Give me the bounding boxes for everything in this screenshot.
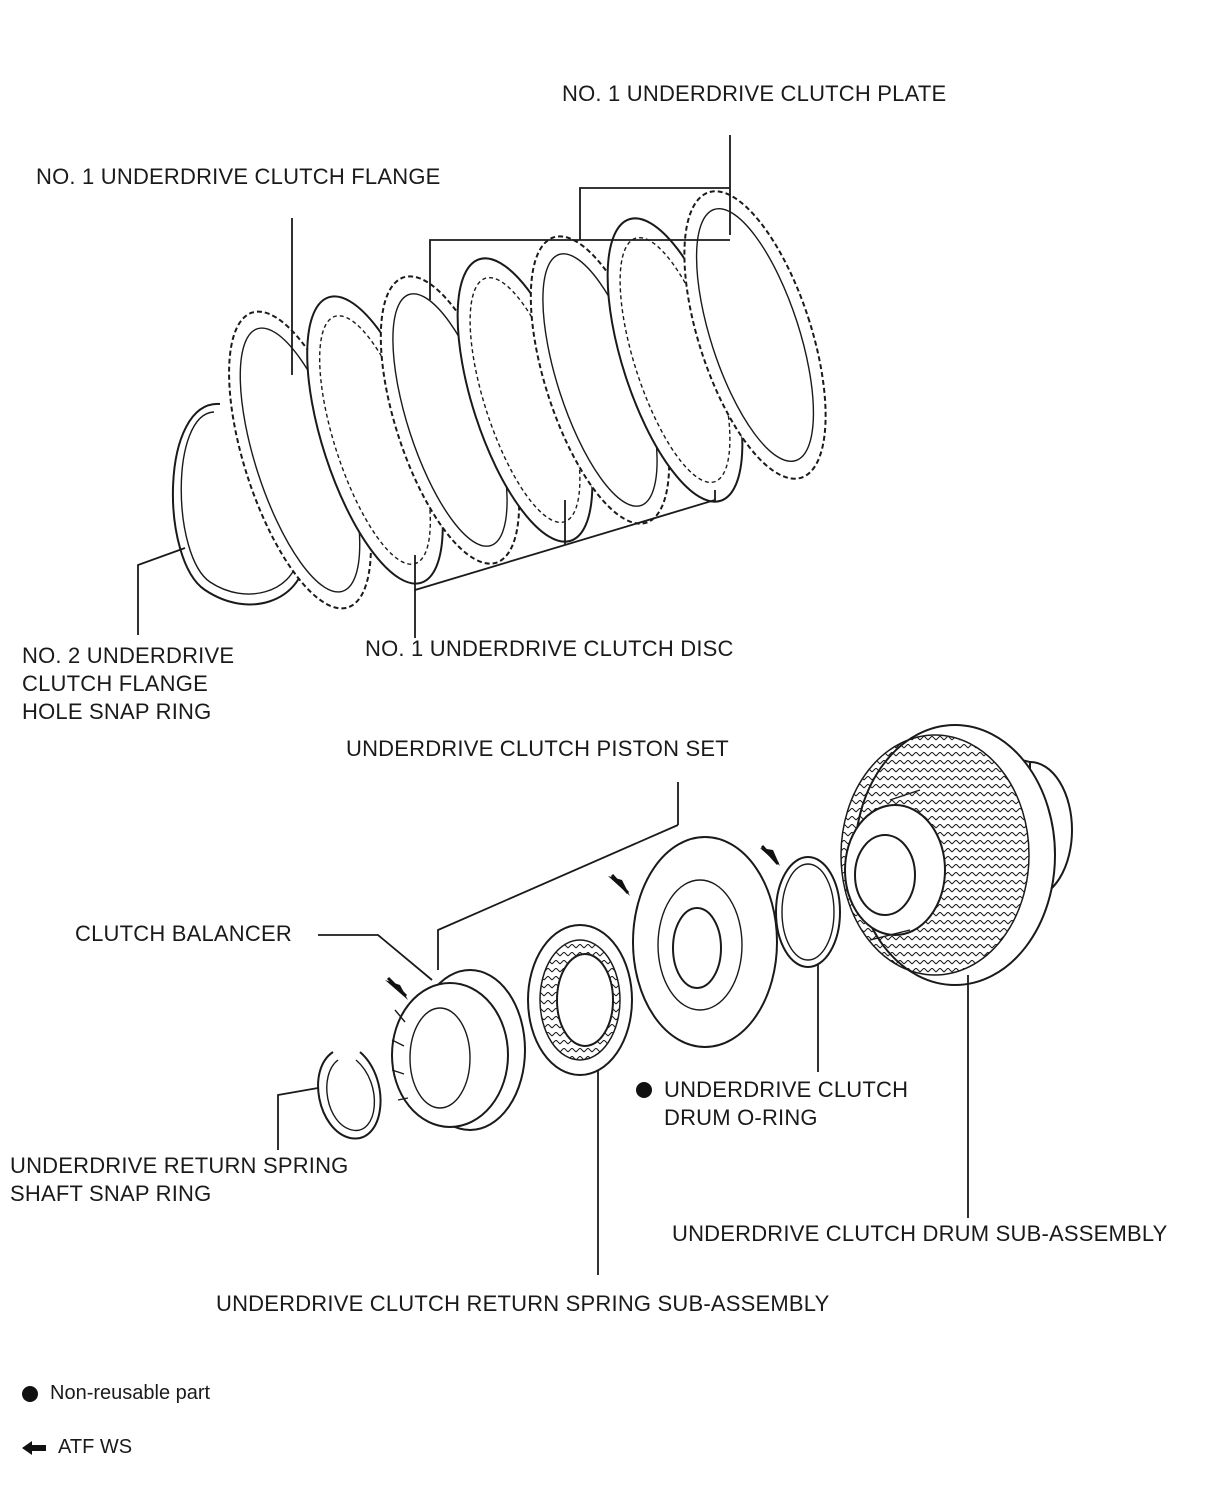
label-snap-ring-2-line1: NO. 2 UNDERDRIVE	[22, 643, 235, 668]
atf-arrows	[385, 845, 780, 1000]
legend-atf: ATF WS	[22, 1436, 132, 1459]
legend-non-reusable: Non-reusable part	[22, 1382, 210, 1405]
lower-assembly-group	[317, 724, 1073, 1140]
clutch-pack-group	[171, 190, 827, 610]
label-piston-set: UNDERDRIVE CLUTCH PISTON SET	[346, 736, 729, 761]
lower-leader-lines	[277, 782, 969, 1275]
upper-leader-lines	[137, 135, 731, 638]
non-reusable-dot-icon	[636, 1082, 652, 1098]
arrow-left-icon	[22, 1440, 46, 1455]
return-spring-drawing	[527, 924, 633, 1076]
label-o-ring-line2: DRUM O-RING	[664, 1105, 818, 1130]
label-snap-ring-2-line3: HOLE SNAP RING	[22, 699, 212, 724]
label-o-ring-line1-row: UNDERDRIVE CLUTCH	[636, 1076, 908, 1104]
label-clutch-drum: UNDERDRIVE CLUTCH DRUM SUB-ASSEMBLY	[672, 1221, 1168, 1246]
label-clutch-flange: NO. 1 UNDERDRIVE CLUTCH FLANGE	[36, 164, 441, 189]
label-clutch-balancer: CLUTCH BALANCER	[75, 921, 292, 946]
filled-circle-icon	[22, 1385, 38, 1402]
clutch-drum-drawing	[840, 724, 1073, 986]
label-return-snap-line1: UNDERDRIVE RETURN SPRING	[10, 1153, 349, 1178]
clutch-plate-3-drawing	[683, 190, 827, 480]
label-return-spring: UNDERDRIVE CLUTCH RETURN SPRING SUB-ASSE…	[216, 1291, 830, 1316]
legend-non-reusable-text: Non-reusable part	[50, 1382, 211, 1404]
no2-snap-ring-drawing	[171, 402, 306, 606]
label-o-ring-line1: UNDERDRIVE CLUTCH	[664, 1077, 909, 1102]
label-return-snap-line2: SHAFT SNAP RING	[10, 1181, 212, 1206]
label-clutch-disc: NO. 1 UNDERDRIVE CLUTCH DISC	[365, 636, 734, 661]
return-spring-snap-ring-drawing	[317, 1051, 382, 1140]
clutch-balancer-drawing	[391, 969, 526, 1131]
o-ring-drawing	[775, 856, 841, 968]
label-snap-ring-2-line2: CLUTCH FLANGE	[22, 671, 208, 696]
label-clutch-plate: NO. 1 UNDERDRIVE CLUTCH PLATE	[562, 81, 947, 106]
piston-drawing	[632, 836, 778, 1048]
legend-atf-text: ATF WS	[58, 1436, 133, 1458]
